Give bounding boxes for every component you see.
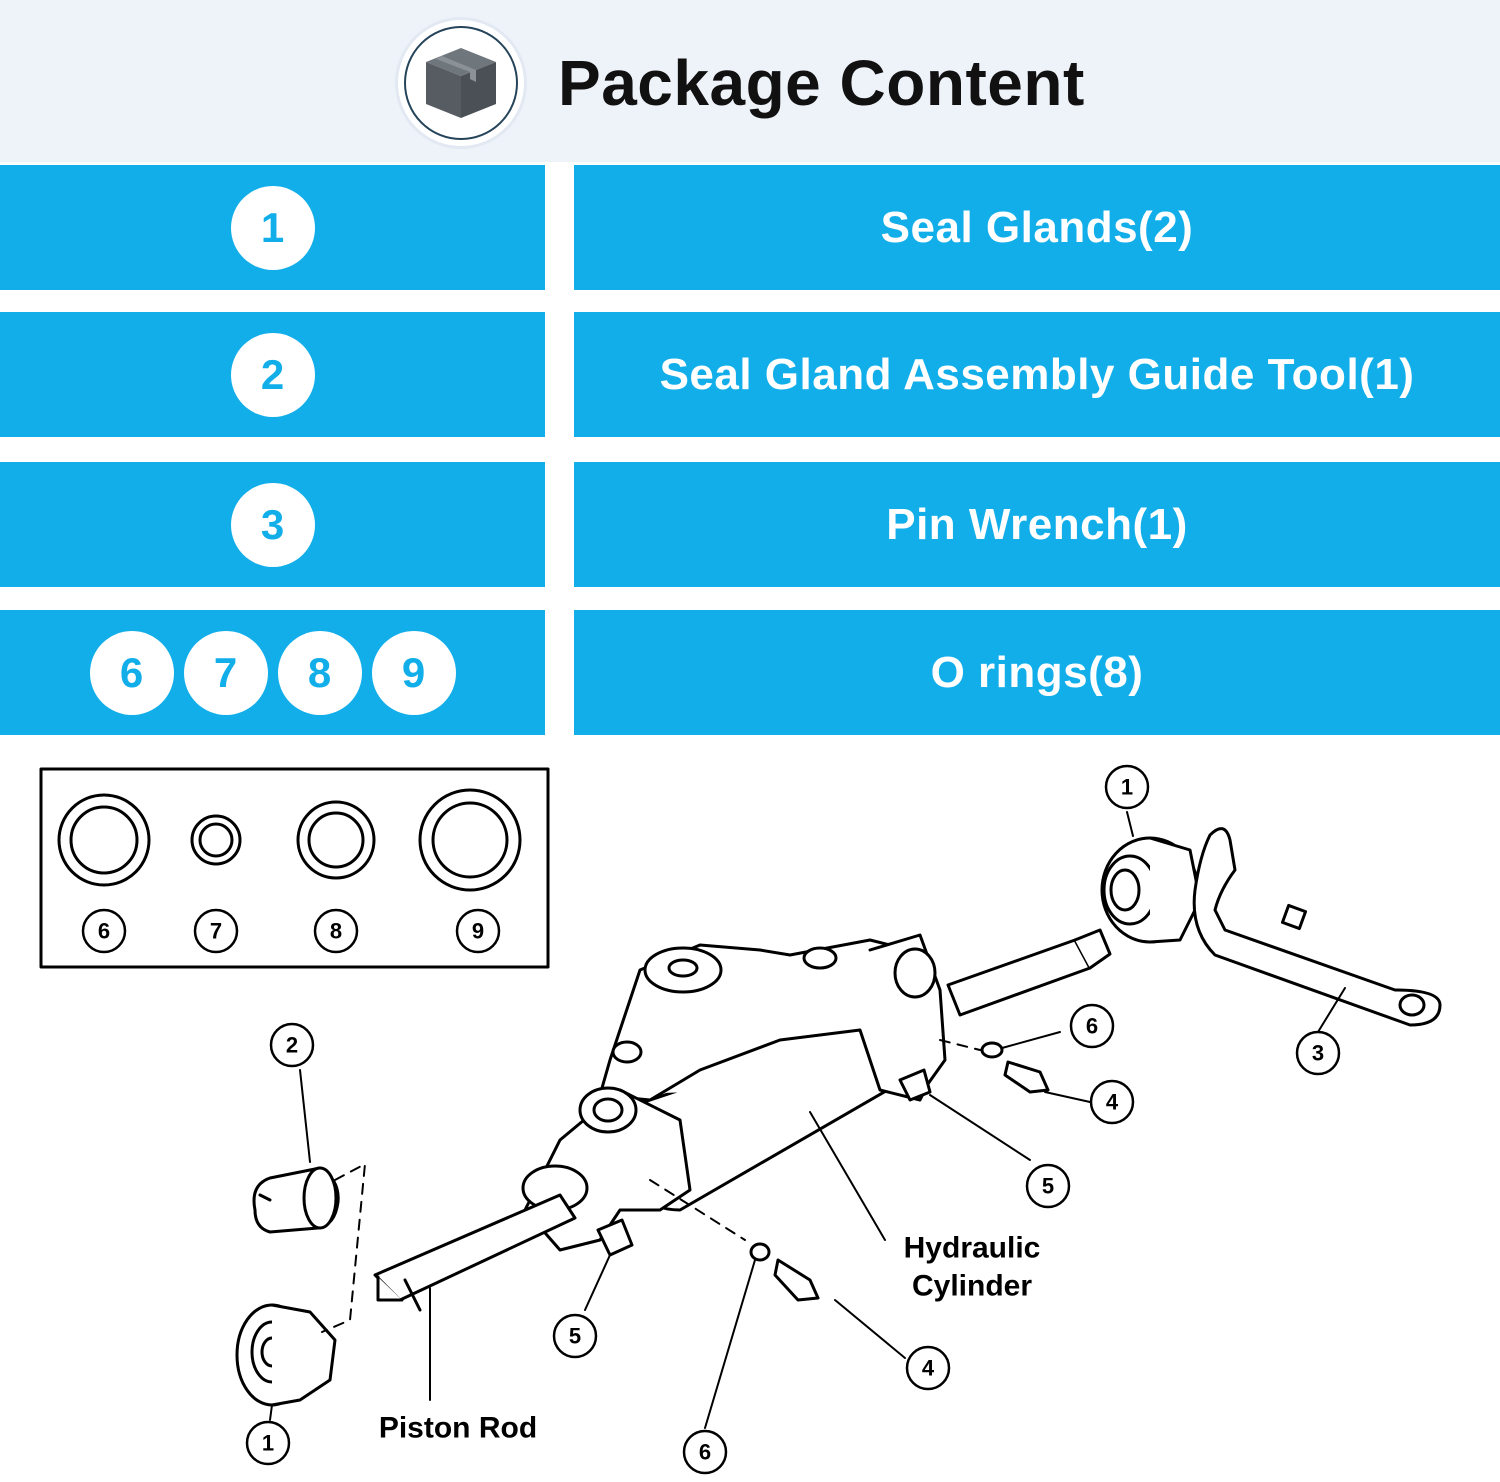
o-ring-number: 6	[98, 919, 110, 944]
number-badge: 9	[371, 630, 456, 715]
package-logo	[398, 20, 524, 146]
o-ring-number: 9	[472, 919, 484, 944]
piston-rod-drawing	[373, 1193, 577, 1312]
o-ring-7	[190, 814, 242, 866]
o-ring-6	[57, 793, 151, 887]
number-badge: 6	[89, 630, 174, 715]
row-4-label-cell: O rings(8)	[574, 610, 1500, 735]
callout-pin-wrench: 3	[1312, 1041, 1324, 1066]
row-label: O rings(8)	[930, 647, 1144, 697]
row-label: Seal Glands(2)	[880, 202, 1194, 252]
callout-seal-gland-top: 1	[1121, 775, 1133, 800]
o-ring-number: 8	[330, 919, 342, 944]
o-ring-box	[39, 767, 550, 969]
number-badge: 2	[230, 332, 315, 417]
callout-fitting-right: 4	[1106, 1090, 1119, 1115]
seal-gland-right	[1100, 836, 1202, 944]
hydraulic-cylinder-drawing	[521, 933, 947, 1257]
box-icon	[426, 48, 496, 118]
header: Package Content	[0, 0, 1500, 162]
label-hydraulic: Hydraulic	[904, 1232, 1041, 1265]
page-title: Package Content	[558, 47, 1085, 119]
row-2-number-cell: 2	[0, 312, 545, 437]
row-label: Seal Gland Assembly Guide Tool(1)	[659, 349, 1415, 399]
row-label: Pin Wrench(1)	[886, 499, 1188, 549]
number-badge: 8	[277, 630, 362, 715]
number-badge: 3	[230, 482, 315, 567]
callout-bleeder-left: 5	[569, 1324, 581, 1349]
o-ring-8	[296, 800, 376, 880]
row-2-label-cell: Seal Gland Assembly Guide Tool(1)	[574, 312, 1500, 437]
number-badge: 7	[183, 630, 268, 715]
callout-fitting-left: 4	[922, 1356, 935, 1381]
label-piston-rod: Piston Rod	[379, 1412, 537, 1445]
o-ring-9	[418, 788, 522, 892]
callout-bleeder-right: 5	[1042, 1174, 1054, 1199]
number-badge: 1	[230, 185, 315, 270]
row-1-number-cell: 1	[0, 165, 545, 290]
seal-gland-left	[235, 1303, 337, 1407]
callout-seal-gland-bottom: 1	[262, 1431, 274, 1456]
label-cylinder: Cylinder	[912, 1270, 1032, 1303]
callout-guide-tool: 2	[286, 1033, 298, 1058]
row-3-number-cell: 3	[0, 462, 545, 587]
row-4-number-cell: 6 7 8 9	[0, 610, 545, 735]
o-ring-number: 7	[210, 919, 222, 944]
right-rod-drawing	[946, 928, 1112, 1017]
pin-wrench	[1192, 827, 1442, 1027]
row-1-label-cell: Seal Glands(2)	[574, 165, 1500, 290]
callout-oring-right: 6	[1086, 1014, 1098, 1039]
guide-tool-drawing	[252, 1166, 340, 1234]
callout-oring-bottom: 6	[699, 1440, 711, 1465]
exploded-diagram: 6 7 8 9 1 3 6 4 5 2 1 5 6 4 Hydraulic Cy…	[39, 764, 1442, 1475]
row-3-label-cell: Pin Wrench(1)	[574, 462, 1500, 587]
